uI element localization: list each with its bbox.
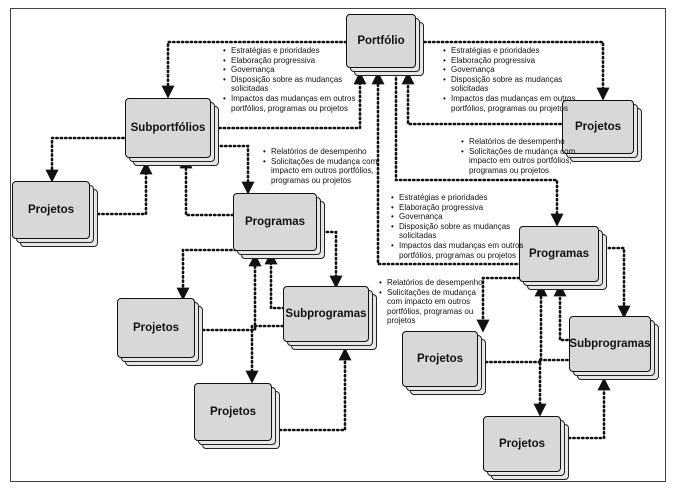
node-programas-right-label: Programas [519,226,599,282]
note-item: Disposição sobre as mudanças solicitadas [443,75,583,94]
link-programas-right-to-projetos-right [476,276,521,333]
node-subportfolios-label: Subportfólios [125,98,211,158]
note-governance-left: Estratégias e prioridades Elaboração pro… [222,46,361,113]
note-item: Solicitações de mudança com impacto em o… [263,157,379,186]
note-item: Elaboração progressiva [391,203,531,213]
node-projetos-right-label: Projetos [402,331,478,387]
node-programas-center-label: Programas [233,193,317,251]
node-projetos-bottom-right: Projetos [483,416,569,480]
link-programas-to-subportfolios [179,155,235,217]
note-item: Governança [443,65,583,75]
diagram-frame [10,8,666,482]
note-performance-center: Relatórios de desempenho Solicitações de… [262,147,379,185]
note-item: Estratégias e prioridades [223,46,361,56]
node-projetos-left: Projetos [12,181,98,247]
note-item: Elaboração progressiva [223,56,361,66]
note-item: Impactos das mudanças em outros portfóli… [223,94,361,113]
node-programas-center: Programas [233,193,325,259]
node-subprogramas-right: Subprogramas [569,316,659,380]
node-projetos-bottom-right-label: Projetos [483,416,561,472]
node-subprogramas-right-label: Subprogramas [569,316,651,372]
node-projetos-center: Projetos [117,298,203,366]
link-projetos-right-to-programas-right [484,283,548,364]
node-subportfolios: Subportfólios [125,98,219,166]
link-projetos-bottom-to-subprogramas [278,347,352,432]
link-programas-to-projetos-center [176,248,238,301]
note-performance-right: Relatórios de desempenho Solicitações de… [460,137,577,175]
note-item: Relatórios de desempenho [461,137,577,147]
link-subprogramas-right-to-programas [553,283,574,342]
link-subportfolios-to-programas [210,144,255,195]
link-projetos-top-to-portfolio [401,71,567,126]
node-projetos-right: Projetos [402,331,486,395]
note-governance-right: Estratégias e prioridades Elaboração pro… [442,46,583,113]
link-portfolio-to-subportfolios [161,40,348,99]
note-item: Governança [223,65,361,75]
note-governance-middle: Estratégias e prioridades Elaboração pro… [390,193,531,260]
link-projetos-left-to-subportfolios [96,161,153,216]
note-item: Relatórios de desempenho [379,278,487,288]
note-item: Disposição sobre as mudanças solicitadas [223,75,361,94]
node-programas-right: Programas [519,226,607,290]
note-item: Impactos das mudanças em outros portfóli… [391,241,531,260]
note-item: Solicitações de mudança com impacto em o… [379,288,487,326]
note-item: Solicitações de mudança com impacto em o… [461,147,577,176]
link-portfolio-to-projetos-top [418,40,610,101]
note-item: Impactos das mudanças em outros portfóli… [443,94,583,113]
node-projetos-center-label: Projetos [117,298,195,358]
link-projetos-bottom-right-to-subprogramas [567,377,611,440]
link-programas-right-to-portfolio [371,71,523,266]
link-portfolio-to-programas-right [394,72,564,227]
note-item: Estratégias e prioridades [391,193,531,203]
note-item: Governança [391,212,531,222]
node-projetos-bottom-center-label: Projetos [194,383,272,441]
node-subprogramas-center-label: Subprogramas [283,286,369,342]
note-item: Relatórios de desempenho [263,147,379,157]
link-subprogramas-to-projetos-bottom [245,324,298,384]
note-performance-lower: Relatórios de desempenho Solicitações de… [378,278,487,326]
node-subprogramas-center: Subprogramas [283,286,377,350]
node-projetos-left-label: Projetos [12,181,90,239]
note-item: Elaboração progressiva [443,56,583,66]
link-programas-right-to-subprogramas [598,246,631,319]
node-projetos-bottom-center: Projetos [194,383,280,449]
note-item: Disposição sobre as mudanças solicitadas [391,222,531,241]
link-subprogramas-to-programas [264,251,286,310]
link-subprogramas-right-to-projetos-bottom [533,358,574,417]
link-projetos-center-to-programas [201,253,262,332]
note-item: Estratégias e prioridades [443,46,583,56]
link-subportfolios-to-projetos-left [45,136,130,183]
